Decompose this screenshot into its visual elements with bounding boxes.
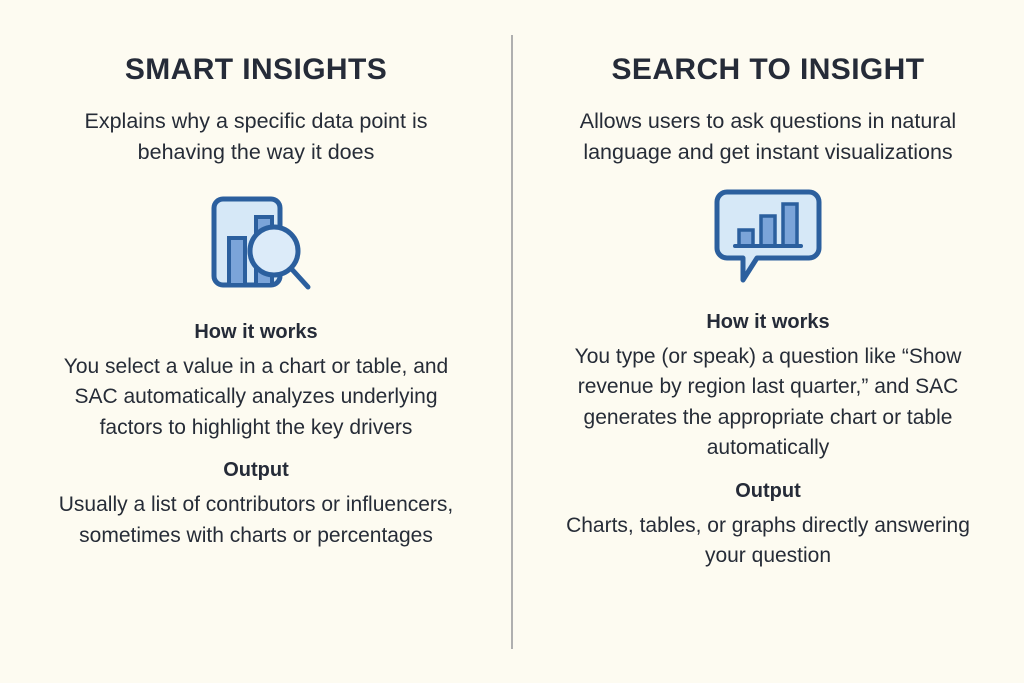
section-body-how-it-works-left: You select a value in a chart or table, …	[63, 354, 449, 439]
chart-magnifier-icon	[196, 191, 316, 301]
summary-right: Allows users to ask questions in natural…	[579, 109, 957, 165]
chat-bubble-chart-icon	[713, 181, 823, 291]
section-heading-output-left: Output	[223, 459, 289, 482]
section-heading-output-right: Output	[735, 479, 801, 502]
page-title-left: SMART INSIGHTS	[124, 53, 388, 86]
section-heading-how-it-works-left: How it works	[194, 320, 318, 343]
section-heading-how-it-works-right: How it works	[706, 310, 830, 333]
section-body-output-left: Usually a list of contributors or influe…	[58, 493, 454, 547]
page-title-right: SEARCH TO INSIGHT	[611, 53, 925, 86]
section-body-how-it-works-right: You type (or speak) a question like “Sho…	[574, 344, 962, 460]
summary-left: Explains why a specific data point is be…	[84, 109, 428, 165]
column-smart-insights: SMART INSIGHTS Explains why a specific d…	[58, 53, 454, 547]
column-search-to-insight: SEARCH TO INSIGHT Allows users to ask qu…	[512, 0, 1024, 683]
section-body-output-right: Charts, tables, or graphs directly answe…	[566, 513, 970, 567]
column-divider	[511, 35, 513, 649]
